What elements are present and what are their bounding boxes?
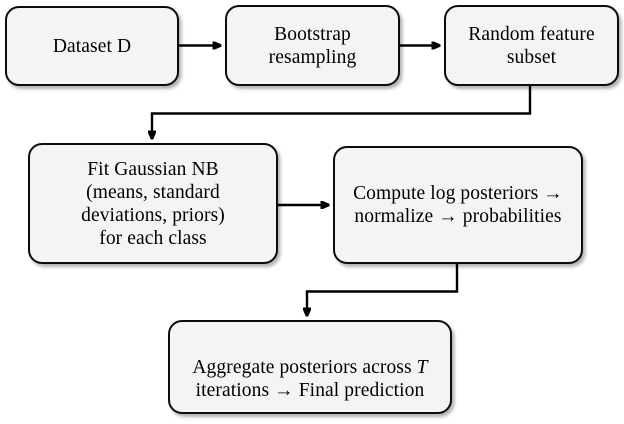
node-aggregate-posteriors[interactable]: Aggregate posteriors across T iterations… xyxy=(168,320,452,414)
node-bootstrap-resampling-label: Bootstrap resampling xyxy=(268,23,357,68)
node-compute-posteriors-label: Compute log posteriors → normalize → pro… xyxy=(353,183,563,227)
node-fit-gaussian-nb-label: Fit Gaussian NB (means, standard deviati… xyxy=(81,158,225,249)
node-fit-gaussian-nb[interactable]: Fit Gaussian NB (means, standard deviati… xyxy=(28,143,278,264)
aggregate-label-post: iterations → Final prediction xyxy=(195,379,425,401)
node-bootstrap-resampling[interactable]: Bootstrap resampling xyxy=(225,5,400,86)
node-random-feature-subset[interactable]: Random feature subset xyxy=(444,5,619,86)
edge-feature-subset-to-fit xyxy=(152,86,532,139)
node-aggregate-posteriors-label: Aggregate posteriors across T iterations… xyxy=(192,333,427,402)
node-compute-posteriors[interactable]: Compute log posteriors → normalize → pro… xyxy=(333,146,583,264)
aggregate-label-pre: Aggregate posteriors across xyxy=(192,356,417,378)
edge-compute-to-aggregate xyxy=(307,264,459,316)
aggregate-label-italic-T: T xyxy=(416,356,428,378)
node-random-feature-subset-label: Random feature subset xyxy=(468,23,595,68)
node-dataset[interactable]: Dataset D xyxy=(5,6,179,86)
node-dataset-label: Dataset D xyxy=(52,35,132,57)
